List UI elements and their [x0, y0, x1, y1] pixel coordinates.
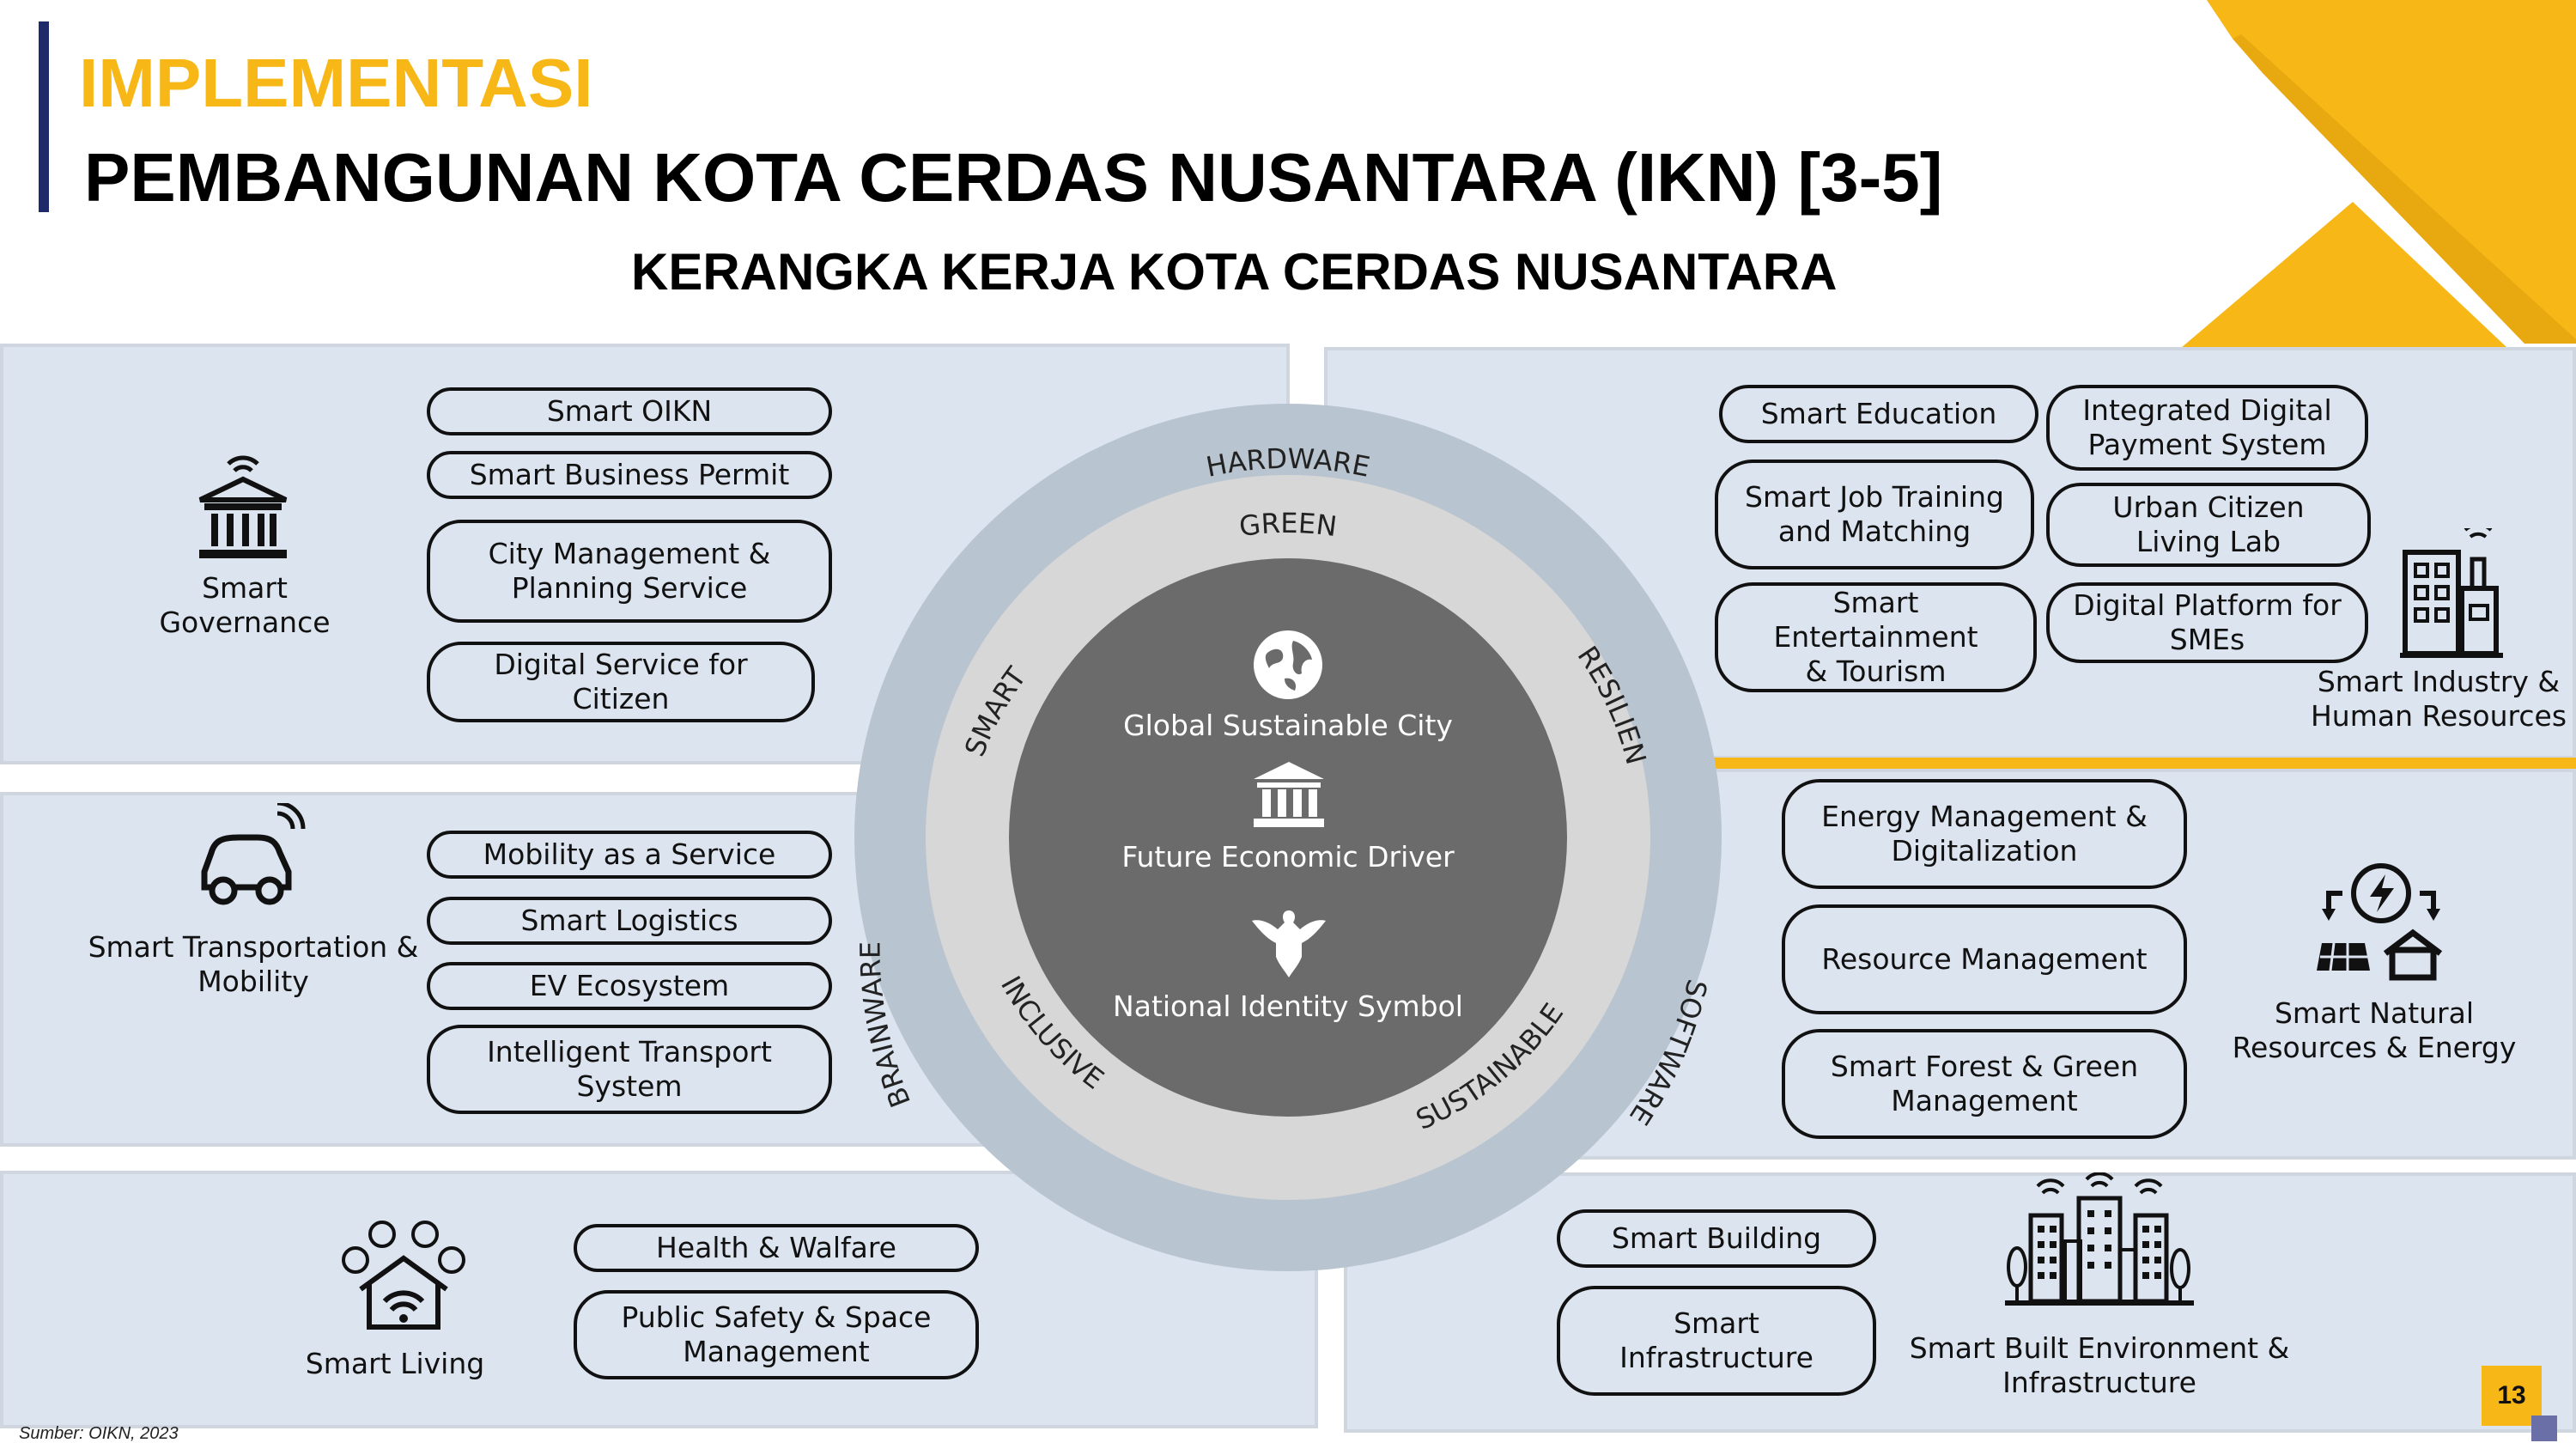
core-label-economic: Future Economic Driver	[1121, 840, 1455, 874]
smart-oikn-item[interactable]: Smart OIKN	[427, 387, 832, 435]
forest-green-item[interactable]: Smart Forest & Green Management	[1782, 1029, 2187, 1139]
mobility-service-item[interactable]: Mobility as a Service	[427, 831, 832, 879]
smart-home-icon	[342, 1221, 465, 1330]
columns-building-icon	[1254, 762, 1324, 827]
digital-service-item[interactable]: Digital Service for Citizen	[427, 642, 815, 722]
header-kicker: IMPLEMENTASI	[79, 45, 593, 121]
globe-icon	[1254, 630, 1322, 699]
framework-circle: HARDWARE BRAINWARE SOFTWARE GREEN SMART …	[854, 404, 1722, 1271]
corner-marker	[2531, 1416, 2557, 1441]
ring-green: GREEN	[1237, 507, 1339, 543]
smart-logistics-item[interactable]: Smart Logistics	[427, 897, 832, 945]
digital-payment-item[interactable]: Integrated Digital Payment System	[2046, 385, 2368, 471]
intelligent-transport-item[interactable]: Intelligent Transport System	[427, 1025, 832, 1114]
ev-ecosystem-item[interactable]: EV Ecosystem	[427, 962, 832, 1010]
corner-decoration	[2181, 0, 2576, 348]
smart-business-permit-item[interactable]: Smart Business Permit	[427, 451, 832, 499]
entertainment-tourism-item[interactable]: Smart Entertainment & Tourism	[1715, 582, 2037, 692]
smart-factory-icon	[2400, 528, 2503, 658]
smart-infrastructure-item[interactable]: Smart Infrastructure	[1557, 1286, 1876, 1396]
smart-city-icon	[2005, 1172, 2194, 1306]
health-welfare-item[interactable]: Health & Walfare	[574, 1224, 979, 1272]
core-label-identity: National Identity Symbol	[1113, 989, 1463, 1023]
smart-education-item[interactable]: Smart Education	[1719, 385, 2038, 443]
industry-label: Smart Industry & Human Resources	[2310, 665, 2567, 733]
job-training-item[interactable]: Smart Job Training and Matching	[1715, 460, 2034, 569]
framework-subtitle: KERANGKA KERJA KOTA CERDAS NUSANTARA	[631, 243, 1838, 301]
governance-building-icon	[198, 455, 288, 558]
connected-car-icon	[201, 803, 306, 905]
energy-management-item[interactable]: Energy Management & Digitalization	[1782, 779, 2187, 889]
natural-label: Smart Natural Resources & Energy	[2232, 996, 2517, 1064]
citizen-living-lab-item[interactable]: Urban Citizen Living Lab	[2046, 483, 2371, 567]
header-accent-bar	[39, 21, 49, 212]
governance-label: Smart Governance	[159, 571, 331, 639]
garuda-icon	[1252, 910, 1326, 977]
core-label-global: Global Sustainable City	[1123, 709, 1453, 742]
panel-built	[1344, 1172, 2576, 1433]
public-safety-item[interactable]: Public Safety & Space Management	[574, 1290, 979, 1379]
smart-building-item[interactable]: Smart Building	[1557, 1209, 1876, 1268]
solar-energy-icon	[2317, 863, 2443, 981]
page-title: PEMBANGUNAN KOTA CERDAS NUSANTARA (IKN) …	[84, 139, 1943, 216]
source-note: Sumber: OIKN, 2023	[19, 1424, 179, 1443]
living-label: Smart Living	[305, 1347, 485, 1380]
resource-management-item[interactable]: Resource Management	[1782, 904, 2187, 1014]
page-number: 13	[2497, 1381, 2526, 1409]
digital-platform-smes-item[interactable]: Digital Platform for SMEs	[2046, 582, 2368, 663]
transport-label: Smart Transportation & Mobility	[88, 930, 419, 998]
city-management-item[interactable]: City Management & Planning Service	[427, 520, 832, 623]
built-label: Smart Built Environment & Infrastructure	[1909, 1331, 2290, 1399]
